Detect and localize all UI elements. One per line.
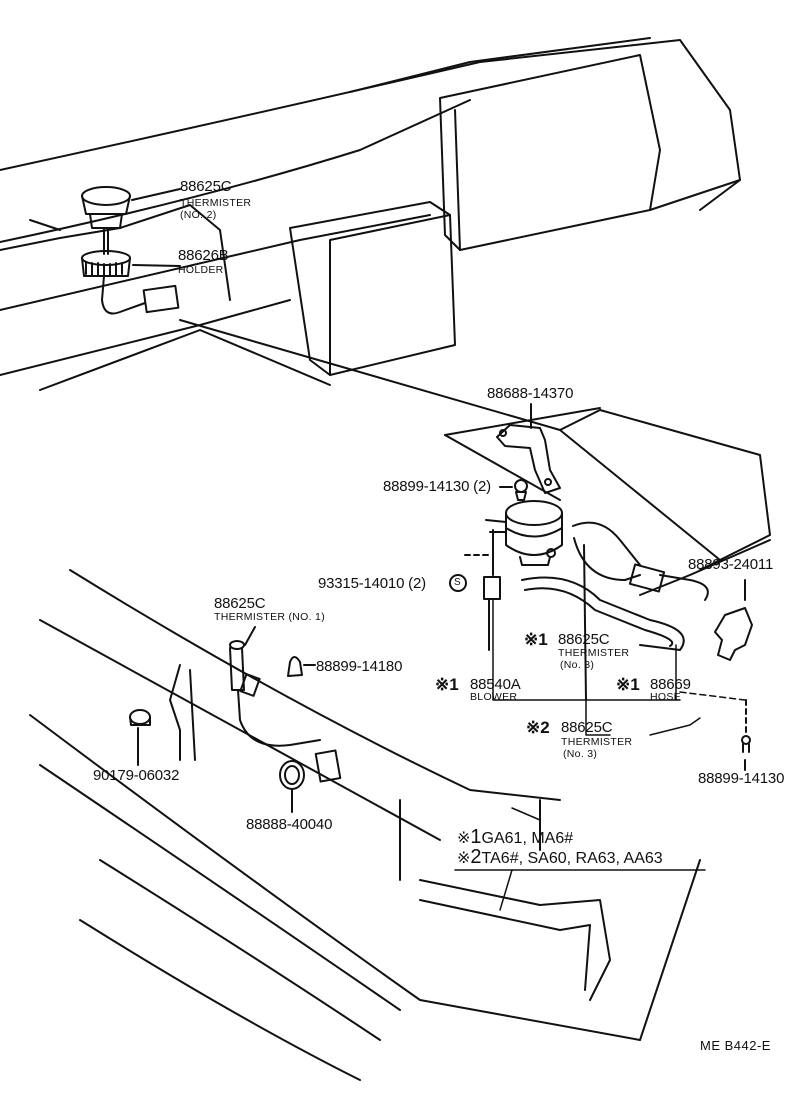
part-88625C-no3-a-sub: (No. 3) <box>560 659 595 671</box>
clip-88899-14180 <box>287 656 316 677</box>
part-88625C-no2-number: 88625C <box>180 178 232 195</box>
part-88625C-no2-name: THERMISTER <box>180 197 252 209</box>
nut-90179 <box>129 709 151 766</box>
symbol-s-circle <box>449 574 467 592</box>
part-88899-14130-lower-number: 88899-14130 <box>698 770 785 787</box>
screw-88899-14130-lower <box>741 699 751 771</box>
thermister-no1-assembly <box>229 626 342 783</box>
legend-mark: ※ <box>457 850 471 867</box>
part-88893-24011-number: 88893-24011 <box>688 556 774 573</box>
part-88625C-no2-sub: (NO. 2) <box>180 209 217 221</box>
heater-housing <box>179 319 771 596</box>
blower-motor <box>464 500 563 651</box>
bracket-88688 <box>496 403 561 494</box>
part-88669-number: 88669 <box>650 676 691 693</box>
legend-row-1: ※1GA61, MA6# <box>457 826 573 849</box>
thermister-no2-assembly <box>81 186 181 315</box>
part-88669-mark: ※1 <box>616 675 640 694</box>
part-88625C-no3-a-mark: ※1 <box>524 630 548 649</box>
hose-and-thermister-no3 <box>521 521 709 701</box>
legend-index: 2 <box>470 846 482 868</box>
part-88625C-no3-a-name: THERMISTER <box>558 647 630 659</box>
symbol-s-letter: S <box>454 577 461 588</box>
part-90179-06032-number: 90179-06032 <box>93 767 180 784</box>
diagram-code: ME B442-E <box>700 1038 771 1053</box>
legend-models: GA61, MA6# <box>481 830 574 847</box>
lower-panel <box>29 569 701 1081</box>
part-88625C-no3-b-sub: (No. 3) <box>563 748 598 760</box>
screw-88899-14130-upper <box>499 479 528 501</box>
part-88899-14130-upper-number: 88899-14130 (2) <box>383 478 491 495</box>
part-88540A-mark: ※1 <box>435 675 459 694</box>
legend-row-2: ※2TA6#, SA60, RA63, AA63 <box>457 846 663 869</box>
part-93315-14010-number: 93315-14010 (2) <box>318 575 426 592</box>
clip-88893 <box>714 579 753 661</box>
part-88888-40040-number: 88888-40040 <box>246 816 333 833</box>
part-88625C-no1-number: 88625C <box>214 595 266 612</box>
retainer-ring-88888 <box>279 760 305 813</box>
legend-models: TA6#, SA60, RA63, AA63 <box>481 850 663 867</box>
part-88625C-no3-b-number: 88625C <box>561 719 613 736</box>
part-88625C-no3-a-number: 88625C <box>558 631 610 648</box>
part-88540A-number: 88540A <box>470 676 521 693</box>
legend-index: 1 <box>470 826 482 848</box>
part-88899-14180-number: 88899-14180 <box>316 658 403 675</box>
part-88540A-name: BLOWER <box>470 691 518 703</box>
part-88625C-no3-b-name: THERMISTER <box>561 736 633 748</box>
part-88688-14370-number: 88688-14370 <box>487 385 574 402</box>
part-88625C-no3-b-mark: ※2 <box>526 718 550 737</box>
part-88669-name: HOSE <box>650 691 681 703</box>
leader-lines <box>454 599 746 911</box>
legend-mark: ※ <box>457 830 471 847</box>
part-88626B-number: 88626B <box>178 247 229 264</box>
part-88626B-name: HOLDER <box>178 264 224 276</box>
part-88625C-no1-name: THERMISTER (NO. 1) <box>214 611 325 623</box>
